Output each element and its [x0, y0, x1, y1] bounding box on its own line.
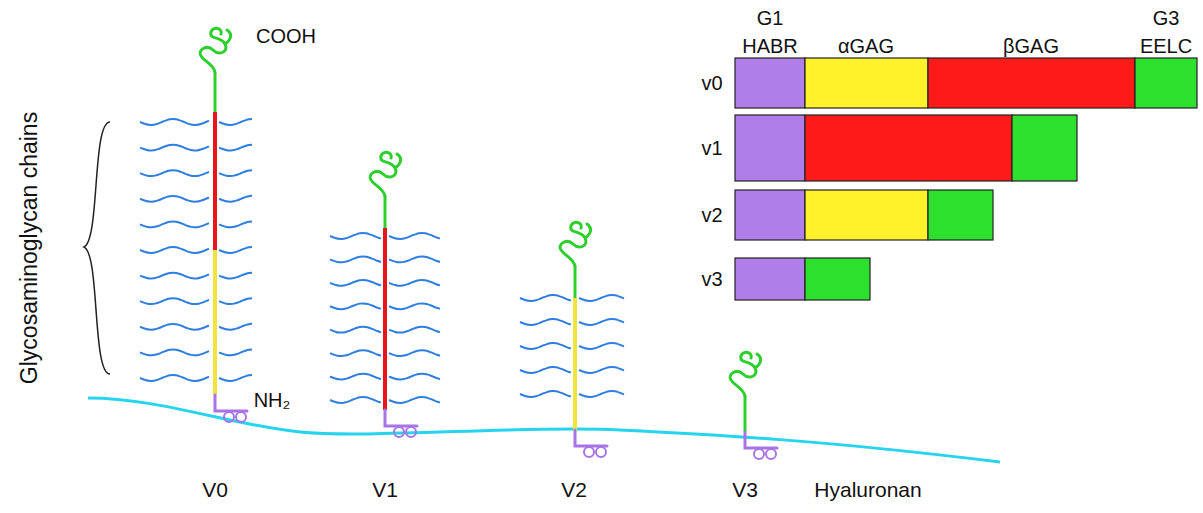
molecule-label: Hyaluronan: [814, 478, 921, 501]
gag-chain: [330, 233, 381, 239]
domain-label: EELC: [1140, 35, 1192, 57]
gag-chain: [219, 375, 252, 381]
gag-chain: [579, 391, 624, 397]
isoform-label: V2: [561, 478, 587, 501]
row-label: v0: [701, 72, 722, 94]
isoform-label: V3: [732, 478, 758, 501]
gag-chain: [219, 221, 252, 227]
gag-chain: [520, 391, 571, 397]
axis-label: Glycosaminoglycan chains: [17, 112, 42, 384]
isoform-label: V0: [202, 478, 228, 501]
gag-chain: [389, 280, 440, 286]
gag-chain: [330, 397, 381, 403]
gag-chain: [219, 119, 252, 125]
row-label: v1: [701, 137, 722, 159]
gag-chain: [330, 327, 381, 333]
gag-chain: [330, 257, 381, 263]
row-label: v3: [701, 268, 722, 290]
hyaluronan-strand: [88, 398, 1000, 462]
gag-chain: [219, 324, 252, 330]
gag-chain: [140, 247, 209, 253]
domain-label: βGAG: [1003, 35, 1059, 57]
gag-chain: [140, 324, 209, 330]
gag-chain: [219, 170, 252, 176]
gag-chain: [579, 319, 624, 325]
gag-chain: [140, 375, 209, 381]
gag-chain: [140, 119, 209, 125]
gag-chain: [140, 349, 209, 355]
terminus-label: COOH: [256, 25, 316, 47]
gag-chain: [520, 319, 571, 325]
gag-chain: [389, 374, 440, 380]
gag-bracket: [84, 122, 110, 374]
domain-label: G1: [757, 7, 784, 29]
gag-chain: [219, 145, 252, 151]
gag-chain: [140, 298, 209, 304]
gag-chain: [330, 374, 381, 380]
gag-chain: [140, 221, 209, 227]
gag-chain: [389, 397, 440, 403]
gag-chain: [579, 367, 624, 373]
gag-chain: [389, 303, 440, 309]
terminus-label: NH₂: [254, 389, 291, 411]
v3-molecule: [730, 352, 777, 459]
isoform-label: V1: [372, 478, 398, 501]
gag-chain: [330, 280, 381, 286]
domain-label: G3: [1153, 7, 1180, 29]
v1-molecule: [370, 152, 417, 437]
v2-molecule: [560, 222, 607, 457]
gag-chain: [520, 367, 571, 373]
gag-chain: [520, 295, 571, 301]
gag-chain: [389, 350, 440, 356]
gag-chain: [389, 327, 440, 333]
gag-chain: [219, 349, 252, 355]
domain-label: αGAG: [838, 35, 894, 57]
gag-chain: [520, 343, 571, 349]
gag-chain: [219, 298, 252, 304]
gag-chains: [140, 119, 624, 403]
gag-chain: [330, 350, 381, 356]
gag-chain: [579, 295, 624, 301]
domain-bars: [735, 58, 1197, 300]
gag-chain: [389, 233, 440, 239]
gag-chain: [219, 196, 252, 202]
gag-chain: [219, 273, 252, 279]
row-label: v2: [701, 204, 722, 226]
gag-chain: [140, 145, 209, 151]
gag-chain: [140, 273, 209, 279]
gag-chain: [330, 303, 381, 309]
gag-chain: [140, 196, 209, 202]
gag-chain: [140, 170, 209, 176]
domain-label: HABR: [742, 35, 798, 57]
gag-chain: [389, 257, 440, 263]
gag-chain: [579, 343, 624, 349]
gag-chain: [219, 247, 252, 253]
v0-molecule: [200, 28, 247, 422]
